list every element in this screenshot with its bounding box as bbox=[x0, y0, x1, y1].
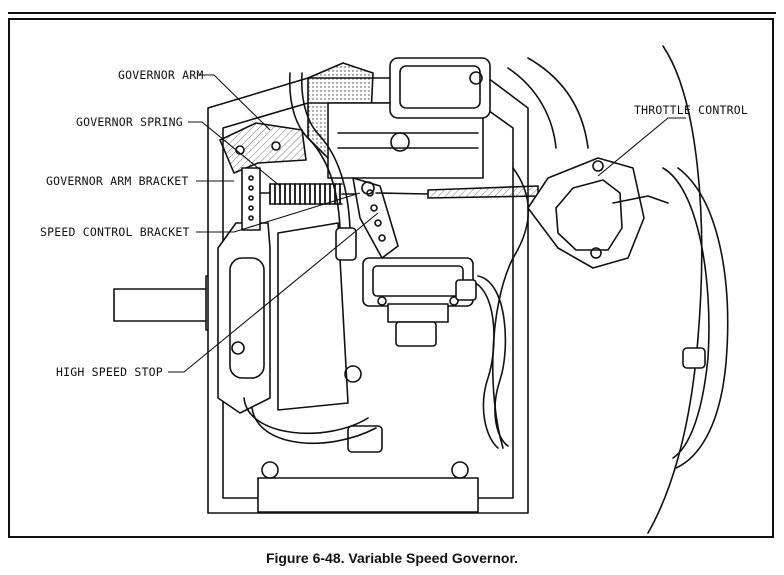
leader-speed-control-bracket bbox=[196, 192, 361, 233]
flywheel bbox=[507, 45, 729, 534]
speed-control-bracket-part bbox=[352, 177, 399, 259]
throttle-control-part bbox=[527, 157, 669, 269]
leader-governor-spring bbox=[188, 121, 281, 187]
label-governor-arm-bracket: GOVERNOR ARM BRACKET bbox=[46, 174, 188, 188]
label-throttle-control: THROTTLE CONTROL bbox=[634, 103, 748, 117]
leader-throttle-control bbox=[597, 117, 686, 177]
figure-caption: Figure 6-48. Variable Speed Governor. bbox=[265, 550, 519, 566]
throttle-cable bbox=[375, 167, 539, 449]
label-high-speed-stop: HIGH SPEED STOP bbox=[56, 365, 163, 379]
top-rule bbox=[8, 12, 776, 14]
leader-high-speed-stop bbox=[168, 212, 379, 373]
label-speed-control-bracket: SPEED CONTROL BRACKET bbox=[40, 225, 190, 239]
governor-illustration: GOVERNOR ARM GOVERNOR SPRING GOVERNOR AR… bbox=[40, 45, 748, 534]
governor-arm-bracket-part bbox=[241, 167, 261, 231]
fuel-pump bbox=[362, 257, 509, 449]
bolt bbox=[344, 365, 362, 383]
fuel-line bbox=[243, 72, 377, 445]
governor-housing bbox=[217, 222, 349, 414]
figure-frame bbox=[8, 18, 774, 538]
label-governor-spring: GOVERNOR SPRING bbox=[76, 115, 183, 129]
cylinder-head bbox=[307, 57, 491, 179]
label-governor-arm: GOVERNOR ARM bbox=[118, 68, 203, 82]
leader-governor-arm bbox=[198, 74, 271, 131]
governor-arm-part bbox=[219, 122, 307, 174]
